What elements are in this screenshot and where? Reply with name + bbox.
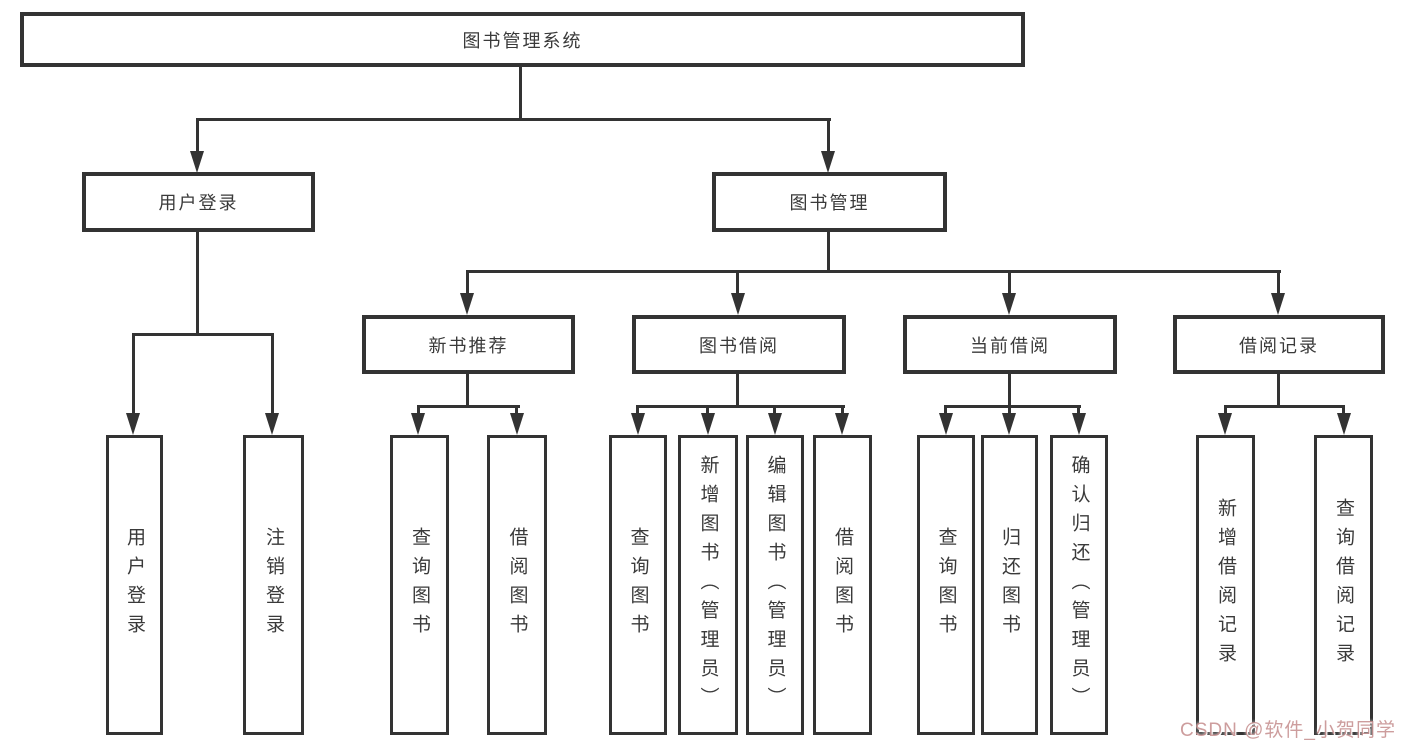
connector-arrowhead: [835, 413, 849, 435]
connector-arrowhead: [1002, 413, 1016, 435]
connector-line: [271, 333, 274, 416]
connector-arrowhead: [460, 293, 474, 315]
leaf-add-book-admin: 新增图书（管理员）: [678, 435, 738, 735]
connector-line: [466, 374, 469, 408]
node-root: 图书管理系统: [20, 12, 1025, 67]
leaf-query-borrow-record: 查询借阅记录: [1314, 435, 1373, 735]
connector-line: [417, 405, 520, 408]
connector-arrowhead: [190, 151, 204, 173]
connector-arrowhead: [631, 413, 645, 435]
node-book-borrow: 图书借阅: [632, 315, 846, 374]
connector-line: [636, 405, 845, 408]
connector-line: [827, 232, 830, 273]
connector-line: [132, 333, 274, 336]
node-user-login: 用户登录: [82, 172, 315, 232]
connector-line: [1224, 405, 1227, 418]
connector-line: [1277, 270, 1280, 295]
leaf-borrow-books: 借阅图书: [813, 435, 872, 735]
connector-line: [196, 118, 831, 121]
connector-arrowhead: [411, 413, 425, 435]
leaf-return-books: 归还图书: [981, 435, 1038, 735]
node-new-book-recommend: 新书推荐: [362, 315, 575, 374]
connector-arrowhead: [939, 413, 953, 435]
connector-line: [132, 333, 135, 416]
leaf-borrow-books-recommend: 借阅图书: [487, 435, 547, 735]
leaf-edit-book-admin: 编辑图书（管理员）: [746, 435, 804, 735]
connector-line: [841, 405, 844, 418]
connector-line: [1277, 374, 1280, 408]
connector-line: [736, 374, 739, 408]
leaf-add-borrow-record: 新增借阅记录: [1196, 435, 1255, 735]
leaf-query-books-borrow: 查询图书: [609, 435, 667, 735]
connector-arrowhead: [265, 413, 279, 435]
connector-line: [466, 270, 1281, 273]
connector-line: [736, 270, 739, 295]
node-borrow-records: 借阅记录: [1173, 315, 1385, 374]
leaf-logout: 注销登录: [243, 435, 304, 735]
connector-line: [773, 405, 776, 418]
connector-arrowhead: [126, 413, 140, 435]
connector-line: [1008, 270, 1011, 295]
node-current-borrow: 当前借阅: [903, 315, 1117, 374]
connector-line: [944, 405, 947, 418]
connector-arrowhead: [1271, 293, 1285, 315]
connector-line: [1342, 405, 1345, 418]
connector-line: [1224, 405, 1345, 408]
leaf-query-books-current: 查询图书: [917, 435, 975, 735]
connector-arrowhead: [1218, 413, 1232, 435]
connector-arrowhead: [1337, 413, 1351, 435]
csdn-watermark: CSDN @软件_小贺同学: [1180, 720, 1396, 741]
connector-arrowhead: [1002, 293, 1016, 315]
connector-arrowhead: [821, 151, 835, 173]
connector-line: [636, 405, 639, 418]
leaf-query-books-recommend: 查询图书: [390, 435, 449, 735]
connector-arrowhead: [510, 413, 524, 435]
connector-line: [1077, 405, 1080, 418]
connector-arrowhead: [731, 293, 745, 315]
connector-arrowhead: [1072, 413, 1086, 435]
connector-line: [196, 232, 199, 336]
connector-line: [1008, 405, 1011, 418]
connector-arrowhead: [768, 413, 782, 435]
leaf-user-login: 用户登录: [106, 435, 163, 735]
connector-line: [196, 118, 199, 154]
connector-line: [417, 405, 420, 418]
connector-line: [466, 270, 469, 295]
node-book-management: 图书管理: [712, 172, 947, 232]
connector-arrowhead: [701, 413, 715, 435]
connector-line: [827, 118, 830, 154]
connector-line: [1008, 374, 1011, 408]
leaf-confirm-return-admin: 确认归还（管理员）: [1050, 435, 1108, 735]
connector-line: [944, 405, 1081, 408]
connector-line: [706, 405, 709, 418]
connector-line: [519, 67, 522, 121]
connector-line: [515, 405, 518, 418]
